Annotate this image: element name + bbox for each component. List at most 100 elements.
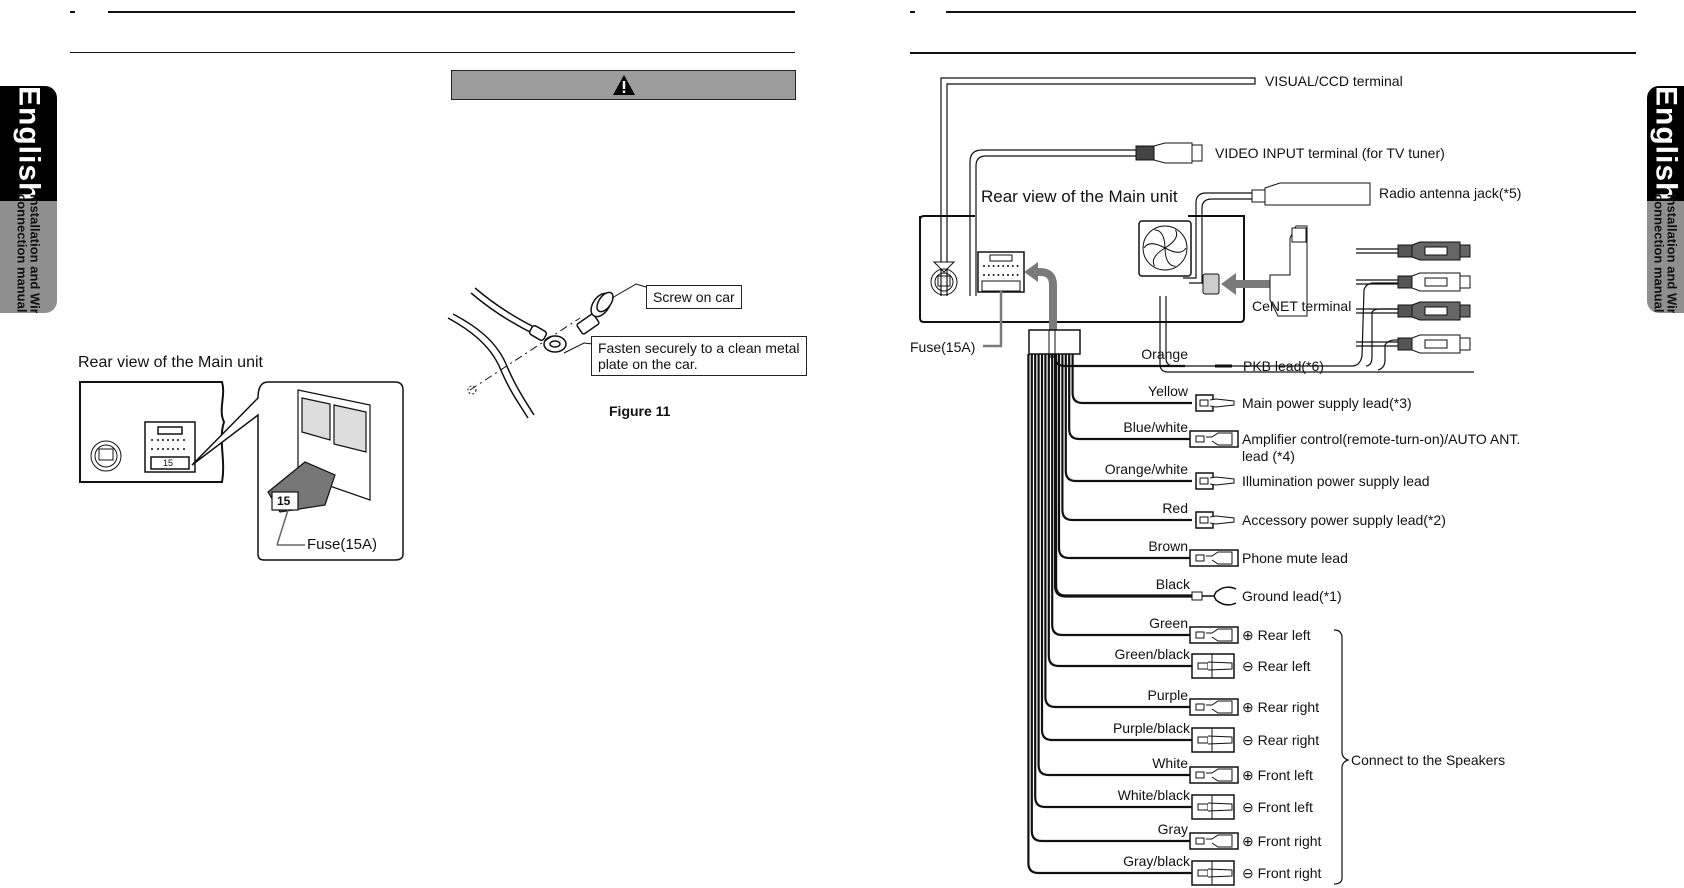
main-unit-panel bbox=[919, 215, 1245, 323]
visual-ccd-cable bbox=[940, 77, 1256, 296]
fuse-mark-large: 15 bbox=[277, 494, 291, 508]
fuse-leader bbox=[983, 291, 1003, 348]
lead-description-label: ⊖ Rear left bbox=[1242, 658, 1311, 674]
socket-pins bbox=[151, 439, 185, 450]
rca-plug-grip bbox=[1397, 304, 1413, 318]
video-input-cable bbox=[969, 149, 1137, 296]
car-body-panel bbox=[447, 313, 535, 419]
lead-description-label: ⊖ Rear right bbox=[1242, 732, 1320, 748]
visual-ccd-terminal-label: VISUAL/CCD terminal bbox=[1265, 73, 1403, 89]
lead-color-label: White bbox=[1152, 755, 1188, 771]
cenet-port bbox=[1202, 273, 1220, 295]
rca-plug-grip bbox=[1397, 275, 1413, 289]
tab-language-label: English bbox=[12, 86, 46, 202]
lead-wire bbox=[1047, 354, 1192, 668]
lead-description-label: Phone mute lead bbox=[1242, 550, 1348, 566]
hole-marker bbox=[467, 385, 477, 395]
lead-color-label: Green bbox=[1149, 615, 1188, 631]
tab-language-label: English bbox=[1649, 86, 1683, 202]
lead-color-label: Black bbox=[1155, 576, 1190, 592]
lead-description-label: ⊕ Front left bbox=[1242, 767, 1313, 783]
cenet-insert-arrow bbox=[1221, 273, 1270, 295]
lead-color-label: Orange/white bbox=[1104, 461, 1188, 477]
radio-antenna-jack-label: Radio antenna jack(*5) bbox=[1379, 185, 1522, 201]
lead-description-label-cont: lead (*4) bbox=[1242, 448, 1295, 464]
callout-screw-on-car: Screw on car bbox=[646, 285, 742, 309]
left-section-rule bbox=[70, 52, 795, 53]
lead-color-label: Gray/black bbox=[1123, 853, 1190, 869]
warning-bar bbox=[451, 70, 796, 100]
screw-icon bbox=[576, 291, 614, 335]
lead-wire bbox=[1071, 354, 1192, 405]
screw-callout-leader bbox=[611, 283, 647, 299]
fuse-detail-illustration bbox=[267, 389, 371, 513]
lead-color-label: Yellow bbox=[1148, 383, 1188, 399]
down-arrow-icon bbox=[932, 261, 956, 273]
lead-color-label: Blue/white bbox=[1123, 419, 1188, 435]
screw-axis-line bbox=[469, 317, 581, 391]
fuse-label-leader bbox=[276, 509, 289, 546]
lead-color-label: Purple/black bbox=[1112, 720, 1190, 736]
warning-triangle-icon bbox=[612, 75, 635, 95]
lead-wire bbox=[1064, 354, 1192, 483]
lead-description-label: ⊖ Front left bbox=[1242, 799, 1313, 815]
rca-plug-grip bbox=[1397, 337, 1413, 351]
lead-description-label: ⊕ Rear right bbox=[1242, 699, 1320, 715]
right-rear-view-title: Rear view of the Main unit bbox=[981, 187, 1178, 206]
left-header-tick bbox=[70, 11, 75, 13]
lead-color-label: Orange bbox=[1141, 346, 1188, 362]
lead-description-label: ⊕ Rear left bbox=[1242, 627, 1311, 643]
antenna-plug bbox=[1264, 182, 1371, 206]
din-socket-icon bbox=[90, 440, 122, 472]
speaker-group-brace bbox=[1333, 629, 1350, 885]
rca-plug-grip bbox=[1397, 244, 1413, 258]
lead-wire bbox=[1030, 354, 1192, 843]
video-plug-body bbox=[1153, 142, 1193, 164]
lead-description-label: ⊖ Front right bbox=[1242, 865, 1322, 881]
left-header-rule bbox=[108, 11, 795, 13]
ring-terminal bbox=[528, 325, 567, 353]
lead-wire bbox=[1061, 354, 1192, 522]
cenet-plug bbox=[1269, 225, 1308, 317]
lead-wire bbox=[1054, 354, 1192, 598]
lead-description-label: Ground lead(*1) bbox=[1242, 588, 1342, 604]
figure-caption: Figure 11 bbox=[609, 403, 671, 419]
speaker-group-label: Connect to the Speakers bbox=[1351, 752, 1506, 768]
lead-description-label: Main power supply lead(*3) bbox=[1242, 395, 1412, 411]
lead-wire bbox=[1037, 354, 1192, 777]
lead-color-label: Red bbox=[1162, 500, 1188, 516]
lead-color-label: Gray bbox=[1157, 821, 1188, 837]
lead-wire bbox=[1027, 354, 1192, 875]
harness-socket bbox=[144, 421, 196, 473]
lead-wire bbox=[1057, 354, 1192, 560]
lead-color-label: White/black bbox=[1117, 787, 1190, 803]
fasten-callout-leader bbox=[563, 342, 594, 354]
lead-color-label: Brown bbox=[1148, 538, 1188, 554]
lead-description-label: Accessory power supply lead(*2) bbox=[1242, 512, 1446, 528]
lead-description-label: Illumination power supply lead bbox=[1242, 473, 1430, 489]
harness-insert-arrow bbox=[1034, 268, 1057, 358]
din-socket-icon bbox=[930, 268, 958, 296]
lead-wire bbox=[1051, 354, 1192, 637]
ring-terminal-icon bbox=[1191, 591, 1203, 601]
antenna-cable bbox=[1183, 192, 1252, 284]
lead-description-label: ⊕ Front right bbox=[1242, 833, 1322, 849]
left-fuse-label: Fuse(15A) bbox=[307, 536, 378, 553]
video-plug-grip bbox=[1135, 145, 1155, 161]
right-fuse-label: Fuse(15A) bbox=[910, 339, 976, 355]
lead-color-label: Purple bbox=[1147, 687, 1188, 703]
lead-wire bbox=[1040, 354, 1192, 742]
right-header-tick bbox=[910, 11, 915, 13]
video-input-terminal-label: VIDEO INPUT terminal (for TV tuner) bbox=[1215, 145, 1445, 161]
left-rear-view-title: Rear view of the Main unit bbox=[78, 354, 263, 371]
fuse-mark-small: 15 bbox=[163, 458, 174, 468]
lead-description-label: PKB lead(*6) bbox=[1243, 358, 1324, 374]
lead-wire bbox=[1068, 354, 1192, 441]
video-plug-tip bbox=[1191, 144, 1203, 162]
lead-wire bbox=[1034, 354, 1192, 809]
cenet-terminal-label: CeNET terminal bbox=[1252, 298, 1352, 314]
right-header-rule bbox=[946, 11, 1636, 13]
